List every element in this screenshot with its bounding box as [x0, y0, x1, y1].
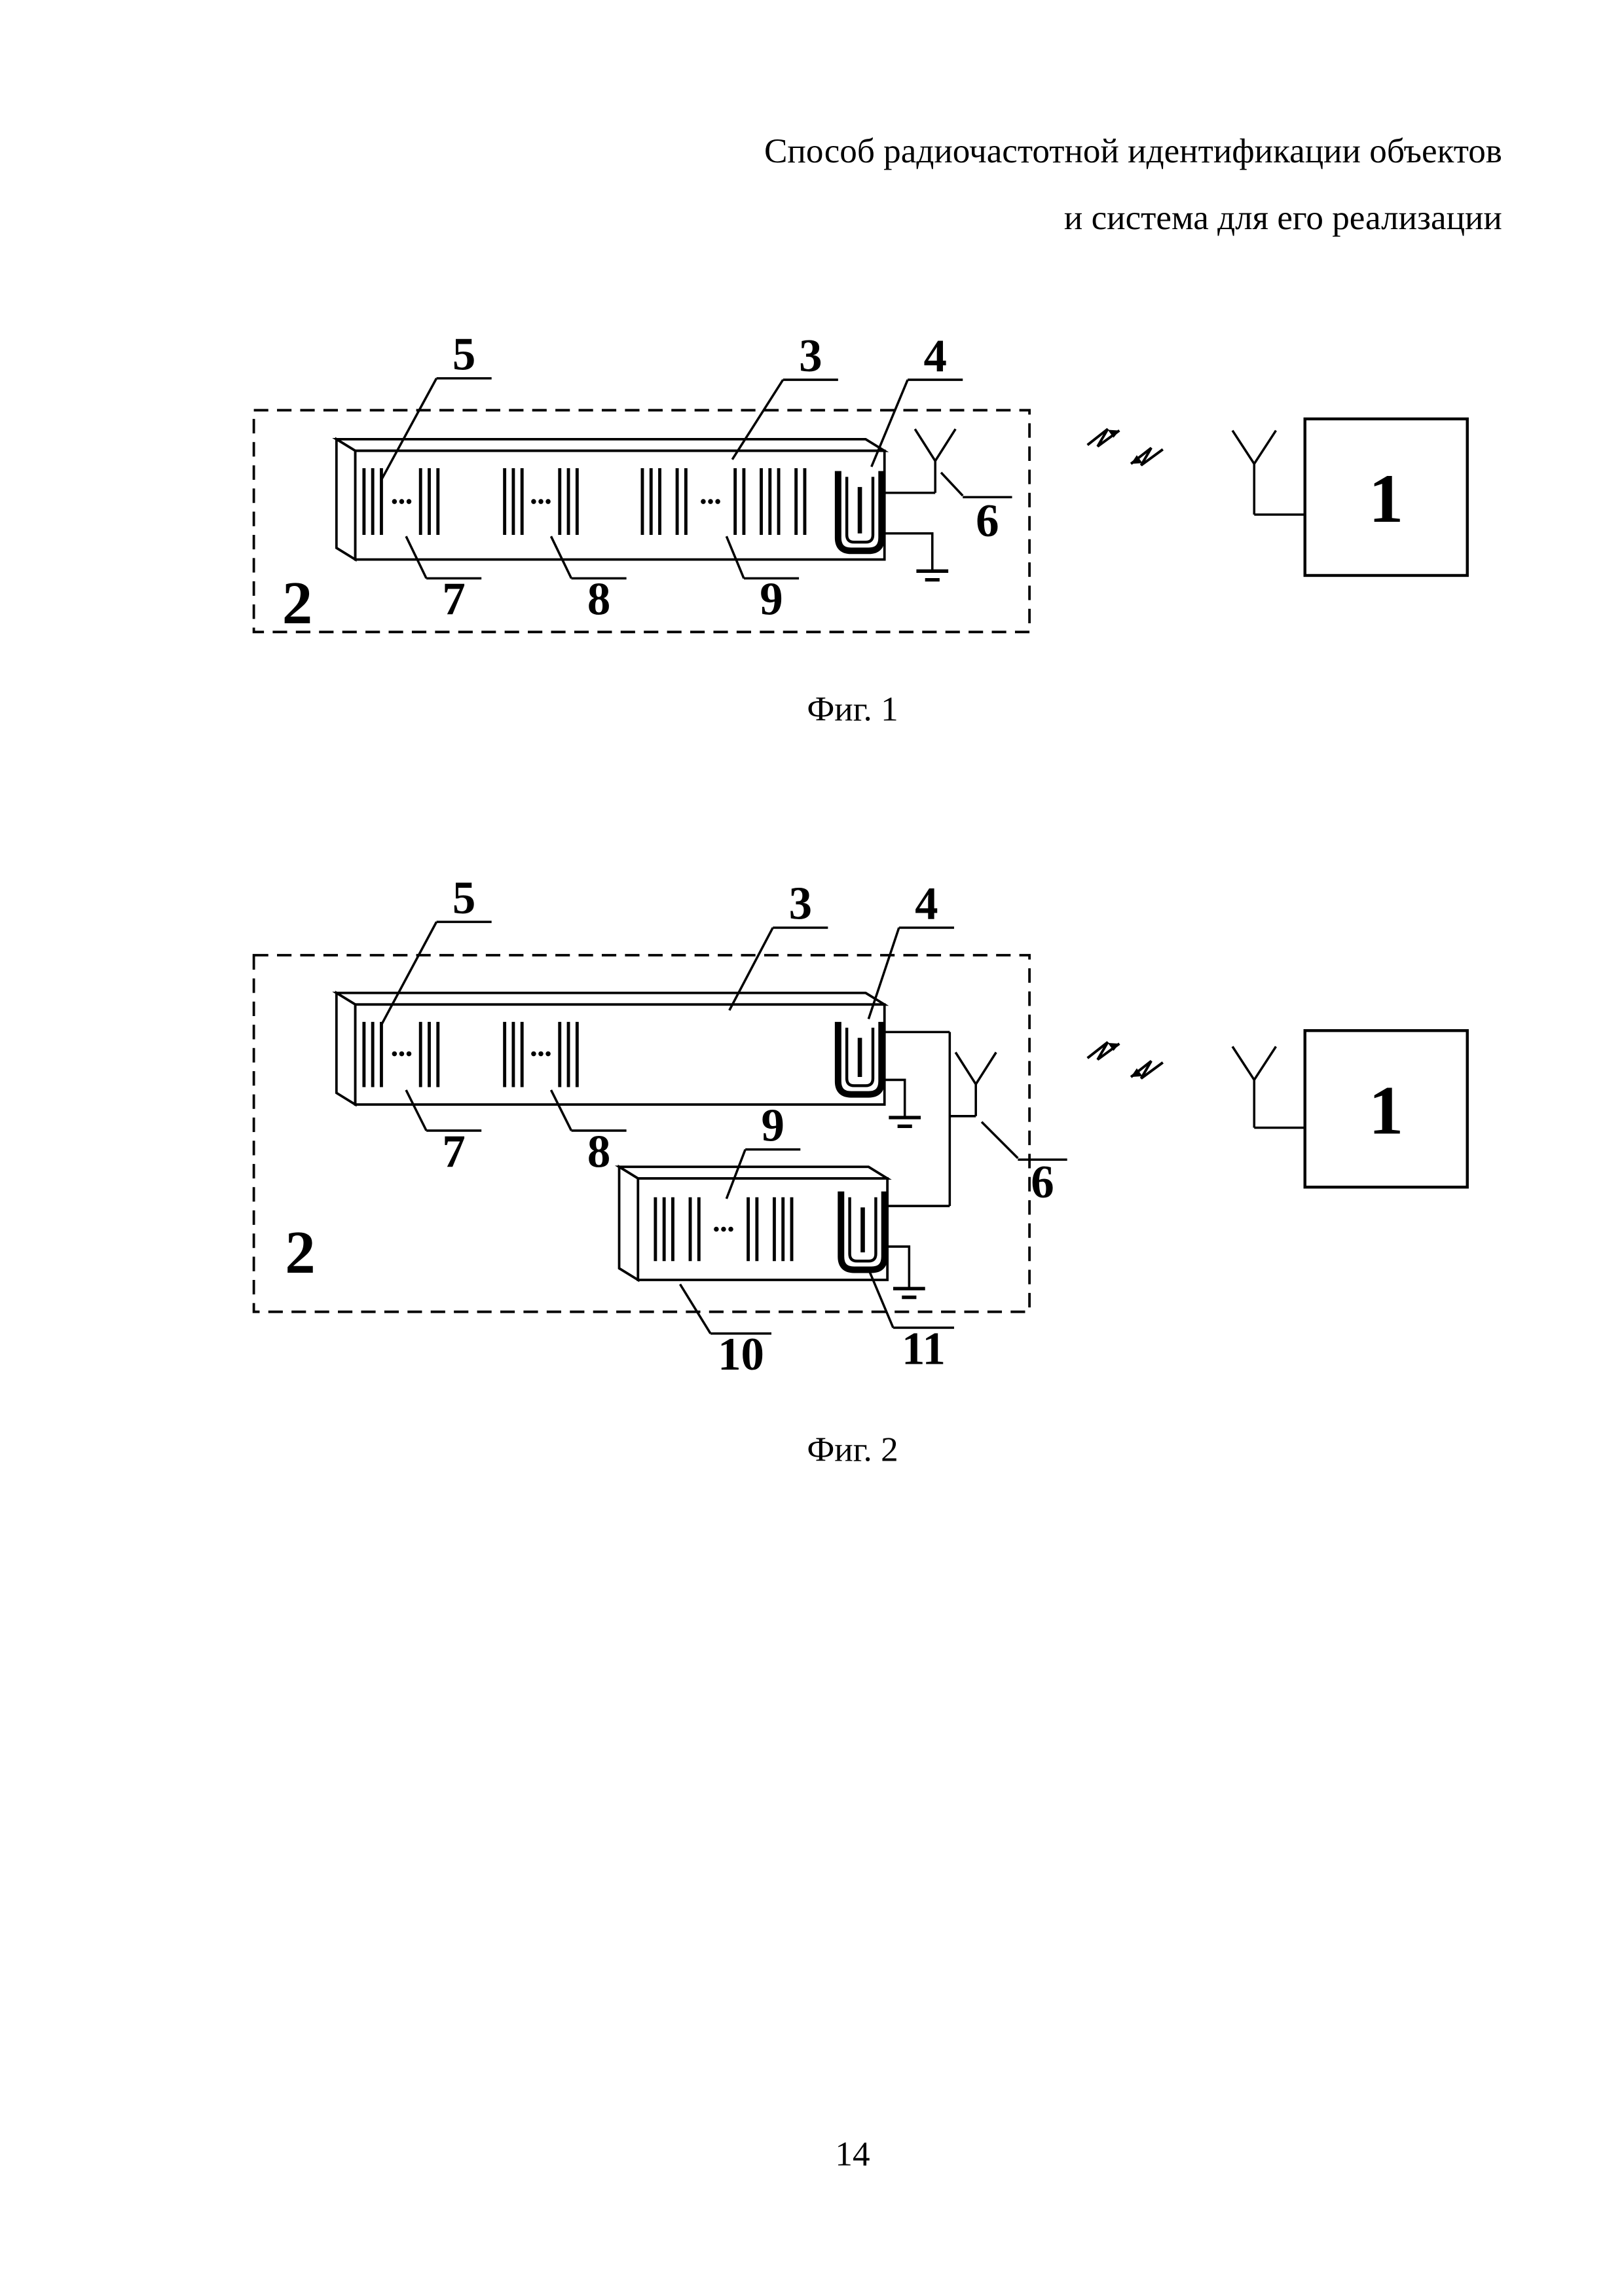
fig2-substrate-slab-2 [614, 1164, 892, 1283]
fig1-tag-antenna-icon [913, 428, 957, 464]
fig1-reader-antenna-icon [1231, 429, 1277, 466]
fig2-reader-box: 1 [1303, 1029, 1469, 1189]
fig2-label-idt2: 11 [902, 1323, 946, 1374]
fig1-label-grating2: 8 [587, 574, 610, 625]
document-title-line1: Способ радиочастотной идентификации объе… [764, 132, 1502, 170]
fig1-label-substrate: 3 [799, 331, 822, 382]
fig2-substrate-slab-1 [332, 991, 889, 1107]
fig2-tag-antenna-icon [954, 1051, 997, 1087]
fig1-label-grating-top: 5 [452, 329, 475, 380]
fig2-label-grating3: 9 [762, 1100, 784, 1151]
page-header: Способ радиочастотной идентификации объе… [764, 132, 1502, 237]
fig2-callout-7: 7 [405, 1089, 482, 1177]
fig1-callout-3: 3 [731, 331, 838, 460]
fig2-label-antenna: 6 [1031, 1157, 1054, 1208]
fig1-label-grating3: 9 [760, 574, 783, 625]
fig2-label-idt: 4 [915, 879, 938, 930]
fig2-ground-symbol-2 [884, 1245, 925, 1300]
fig1-reader-box: 1 [1303, 417, 1469, 577]
fig2-callout-8: 8 [549, 1089, 627, 1177]
fig1-idt-transducer [834, 471, 885, 555]
fig2-callout-6: 6 [980, 1121, 1067, 1208]
fig2-idt-transducer-2 [838, 1191, 888, 1273]
fig1-slab-left-face [335, 437, 357, 562]
fig2-label-reader: 1 [1369, 1071, 1403, 1148]
fig1-callout-7: 7 [405, 536, 482, 625]
fig1-callout-5: 5 [380, 329, 492, 481]
fig1-radio-waves-icon [1086, 428, 1164, 467]
fig2-reflector-grating-2 [503, 1021, 579, 1087]
fig1-label-antenna: 6 [976, 496, 999, 547]
fig2-label-grating-top: 5 [452, 873, 475, 924]
fig2-caption: Фиг. 2 [807, 1431, 898, 1469]
fig1-reader-antenna [1231, 429, 1305, 516]
fig1-callout-6: 6 [940, 471, 1012, 547]
fig2-label-substrate: 3 [789, 879, 812, 930]
figure-1: 2 [252, 329, 1469, 728]
fig1-slab-top-face [332, 437, 889, 452]
fig2-idt-transducer-1 [834, 1021, 885, 1098]
page-number: 14 [835, 2136, 870, 2174]
figure-2: 2 [252, 873, 1469, 1469]
fig1-label-grating1: 7 [442, 574, 465, 625]
fig2-callout-5: 5 [380, 873, 492, 1026]
fig1-reflector-grating-3 [640, 468, 807, 535]
fig2-reader-antenna [1231, 1046, 1305, 1129]
fig1-reflector-grating-1 [362, 468, 440, 535]
fig2-callout-4: 4 [867, 879, 954, 1020]
fig2-callout-10: 10 [679, 1283, 772, 1380]
fig1-caption: Фиг. 1 [807, 690, 898, 728]
fig1-label-idt: 4 [923, 331, 946, 382]
fig2-label-substrate2: 10 [718, 1329, 764, 1380]
fig1-label-reader: 1 [1369, 460, 1403, 537]
fig2-tag-antenna [881, 1030, 997, 1207]
fig1-ground-symbol [881, 532, 949, 582]
fig2-reader-antenna-icon [1231, 1046, 1277, 1082]
fig1-callout-8: 8 [549, 536, 627, 625]
fig2-callout-9: 9 [725, 1100, 801, 1199]
fig2-label-identifier: 2 [285, 1219, 315, 1286]
fig2-callout-11: 11 [868, 1272, 954, 1374]
fig1-callout-9: 9 [725, 536, 800, 625]
fig2-ground-symbol-1 [881, 1078, 921, 1128]
fig1-callout-4: 4 [870, 331, 963, 467]
fig2-identifier-boundary [252, 954, 1031, 1313]
fig1-reflector-grating-2 [503, 468, 579, 535]
fig2-radio-waves-icon [1086, 1041, 1164, 1080]
fig1-tag-antenna [881, 428, 957, 494]
fig1-substrate-slab [332, 437, 889, 562]
fig2-label-grating1: 7 [442, 1126, 465, 1177]
fig1-identifier-boundary [252, 409, 1031, 634]
fig2-reflector-grating-3 [654, 1197, 794, 1262]
fig1-label-identifier: 2 [282, 570, 312, 637]
fig2-reflector-grating-1 [362, 1021, 440, 1087]
fig2-callout-3: 3 [728, 879, 828, 1011]
document-title-line2: и система для его реализации [1064, 199, 1502, 237]
fig2-label-grating2: 8 [587, 1126, 610, 1177]
